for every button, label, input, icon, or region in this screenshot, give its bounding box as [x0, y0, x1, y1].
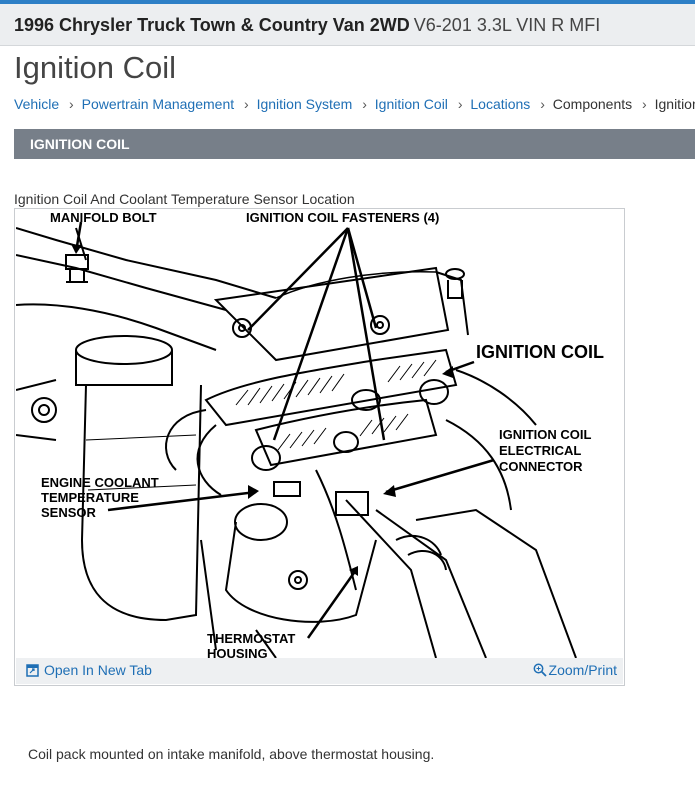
vehicle-header-bar: 1996 Chrysler Truck Town & Country Van 2… [0, 0, 695, 46]
label-sensor-2: TEMPERATURE [41, 490, 139, 505]
magnifier-icon [533, 663, 547, 677]
breadcrumb-ignition-coil[interactable]: Ignition Coil [374, 96, 448, 112]
engine-illustration: MANIFOLD BOLT IGNITION COIL FASTENERS (4… [16, 210, 604, 658]
open-new-tab-link[interactable]: Open In New Tab [26, 662, 152, 678]
zoom-print-link[interactable]: Zoom/Print [533, 662, 617, 678]
figure-container: MANIFOLD BOLT IGNITION COIL FASTENERS (4… [14, 208, 625, 686]
label-ignition-coil: IGNITION COIL [476, 342, 604, 362]
section-header: IGNITION COIL [14, 129, 695, 159]
label-thermostat-1: THERMOSTAT [207, 631, 295, 646]
open-new-tab-icon [26, 664, 39, 677]
label-thermostat-2: HOUSING [207, 646, 268, 658]
chevron-right-icon: › [457, 96, 463, 112]
label-connector-2: ELECTRICAL [499, 443, 581, 458]
engine-diagram[interactable]: MANIFOLD BOLT IGNITION COIL FASTENERS (4… [16, 210, 623, 658]
figure-footer: Open In New Tab Zoom/Print [16, 658, 623, 684]
chevron-right-icon: › [69, 96, 74, 112]
breadcrumb-locations[interactable]: Locations [470, 96, 531, 112]
figure-caption: Ignition Coil And Coolant Temperature Se… [14, 191, 355, 207]
page-title: Ignition Coil [14, 50, 176, 85]
vehicle-title: 1996 Chrysler Truck Town & Country Van 2… [14, 15, 600, 36]
chevron-right-icon: › [642, 96, 647, 112]
breadcrumb-powertrain-management[interactable]: Powertrain Management [81, 96, 235, 112]
label-manifold-bolt: MANIFOLD BOLT [50, 210, 157, 225]
description-text: Coil pack mounted on intake manifold, ab… [28, 746, 435, 762]
open-new-tab-label: Open In New Tab [44, 662, 152, 678]
label-sensor-3: SENSOR [41, 505, 97, 520]
chevron-right-icon: › [244, 96, 249, 112]
vehicle-name: 1996 Chrysler Truck Town & Country Van 2… [14, 15, 410, 35]
label-coil-fasteners: IGNITION COIL FASTENERS (4) [246, 210, 439, 225]
breadcrumb-ignition-system[interactable]: Ignition System [256, 96, 353, 112]
label-sensor-1: ENGINE COOLANT [41, 475, 159, 490]
label-connector-1: IGNITION COIL [499, 427, 592, 442]
breadcrumb-components: Components [552, 96, 633, 112]
breadcrumb: Vehicle › Powertrain Management › Igniti… [14, 96, 695, 112]
chevron-right-icon: › [362, 96, 367, 112]
zoom-print-label: Zoom/Print [548, 662, 617, 678]
breadcrumb-vehicle[interactable]: Vehicle [14, 96, 60, 112]
engine-spec: V6-201 3.3L VIN R MFI [413, 15, 601, 35]
label-connector-3: CONNECTOR [499, 459, 583, 474]
chevron-right-icon: › [540, 96, 545, 112]
breadcrumb-ignition-coil-current: Ignition Coil [654, 96, 695, 112]
